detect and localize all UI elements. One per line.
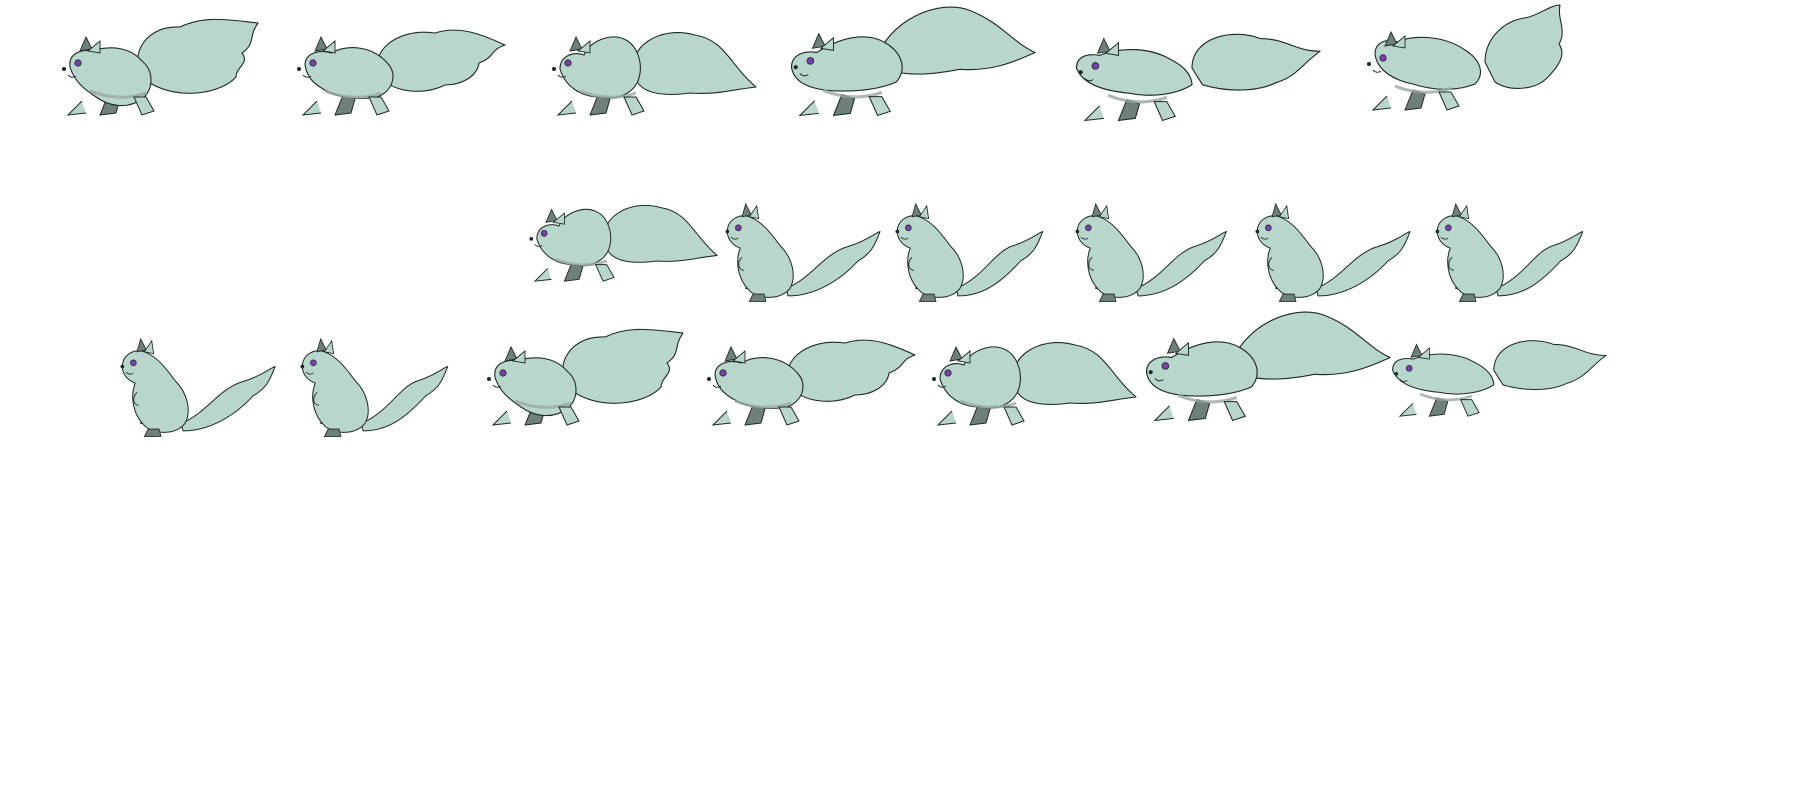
- squirrel-stand-frame: [1255, 202, 1411, 302]
- squirrel-run-frame: [487, 328, 684, 426]
- squirrel-run-frame: [1075, 33, 1321, 122]
- squirrel-run-frame: [1145, 311, 1391, 422]
- squirrel-stand-frame: [895, 202, 1044, 302]
- squirrel-stand-frame: [1075, 202, 1227, 302]
- squirrel-sprite-frame: [760, 0, 1036, 158]
- squirrel-sprite-frame: [1035, 180, 1274, 318]
- squirrel-sprite-frame: [855, 180, 1094, 318]
- squirrel-run-frame: [529, 204, 718, 282]
- squirrel-stand-frame: [725, 202, 881, 302]
- squirrel-sprite-frame: [520, 5, 780, 155]
- squirrel-run-frame: [62, 18, 259, 116]
- squirrel-run-frame: [552, 32, 757, 116]
- squirrel-sprite-frame: [500, 180, 739, 318]
- squirrel-sprite-frame: [685, 180, 924, 318]
- squirrel-sprite-frame: [30, 5, 290, 155]
- squirrel-sprite-frame: [900, 315, 1160, 465]
- squirrel-stand-frame: [300, 337, 449, 437]
- squirrel-run-frame: [932, 342, 1137, 426]
- squirrel-stand-frame: [1435, 202, 1584, 302]
- squirrel-run-frame: [1392, 340, 1607, 417]
- squirrel-sprite-frame: [260, 315, 499, 453]
- squirrel-sprite-frame: [1365, 315, 1607, 453]
- squirrel-stand-frame: [120, 337, 276, 437]
- squirrel-run-frame: [1367, 4, 1563, 111]
- squirrel-sprite-frame: [455, 315, 715, 465]
- squirrel-sprite-frame: [1215, 180, 1454, 318]
- squirrel-run-frame: [790, 6, 1036, 117]
- squirrel-run-frame: [297, 29, 506, 116]
- squirrel-sprite-frame: [265, 5, 525, 155]
- squirrel-sprite-frame: [675, 315, 935, 465]
- squirrel-sprite-frame: [1335, 0, 1595, 150]
- squirrel-run-frame: [707, 339, 916, 426]
- squirrel-sprite-frame: [1115, 305, 1391, 463]
- squirrel-sprite-frame: [1395, 180, 1634, 318]
- squirrel-sprite-frame: [80, 315, 319, 453]
- squirrel-sprite-frame: [1045, 5, 1321, 163]
